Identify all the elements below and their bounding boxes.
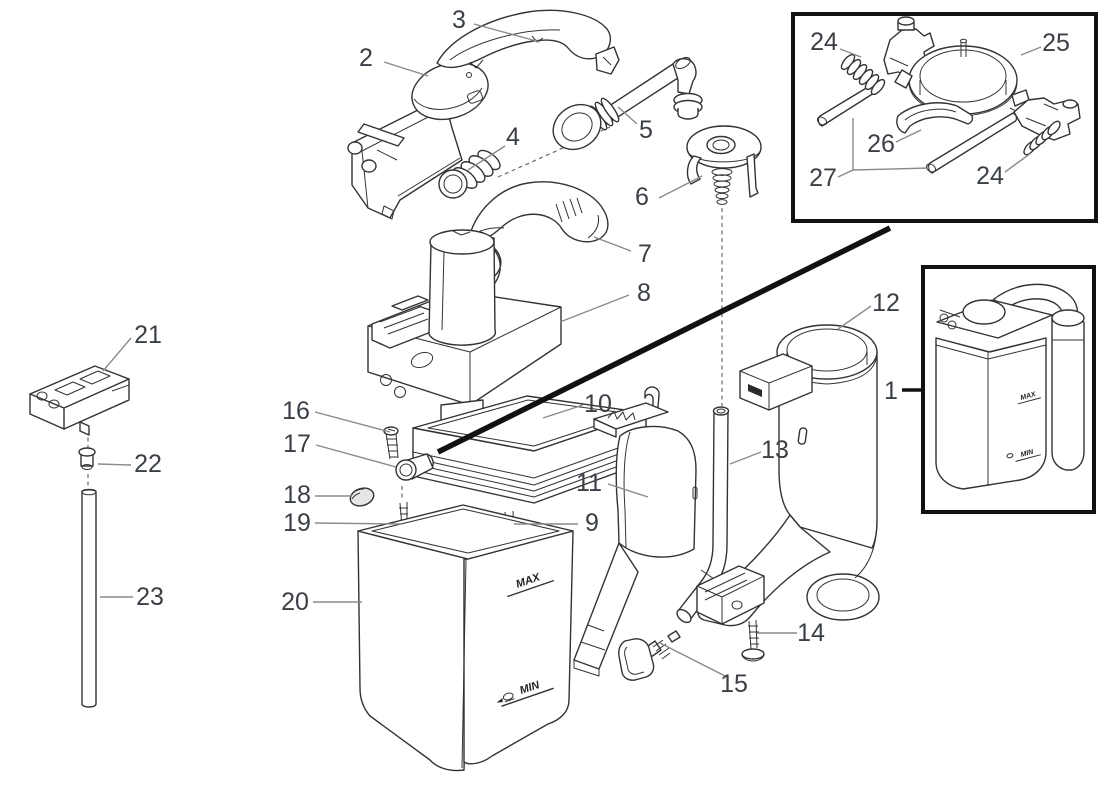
- callout-labels: 1 2 3 4 5 6 7 8 9 10 11 12 13 14 15 16 1…: [134, 6, 900, 698]
- part-label-12: 12: [872, 289, 900, 317]
- part-label-4: 4: [506, 123, 520, 151]
- part-label-5: 5: [639, 116, 653, 144]
- part-13-bent-tube-drawing: [676, 406, 730, 624]
- callout-leader-lines: [97, 23, 872, 678]
- inset-frame-right: [921, 265, 1096, 514]
- part-label-13: 13: [761, 436, 789, 464]
- part-5-elbow-tube-drawing: [552, 56, 703, 151]
- part-22-plug-drawing: [78, 447, 96, 470]
- part-label-6: 6: [635, 183, 649, 211]
- part-label-25: 25: [1042, 29, 1070, 57]
- part-8-lid-body-drawing: [367, 229, 562, 432]
- part-12-spout-body-drawing: [696, 324, 880, 627]
- part-16-screw-drawing: [383, 426, 399, 460]
- part-21-bracket-block-drawing: [29, 365, 130, 436]
- inset-pointer-line: [436, 225, 892, 455]
- part-label-11: 11: [576, 469, 602, 497]
- part-label-7: 7: [638, 240, 652, 268]
- part-label-2: 2: [359, 44, 373, 72]
- part-label-14: 14: [797, 619, 825, 647]
- part-15-fitting-drawing: [618, 630, 681, 681]
- part-label-24b: 24: [976, 162, 1004, 190]
- part-2-lid-mechanism-drawing: [347, 61, 489, 220]
- inset-min-marking: MIN: [1020, 448, 1035, 458]
- part-label-8: 8: [637, 279, 651, 307]
- part-label-27: 27: [809, 164, 837, 192]
- part-label-20: 20: [281, 588, 309, 616]
- part-label-10: 10: [584, 390, 612, 418]
- part-label-3: 3: [452, 6, 466, 34]
- part-label-23: 23: [136, 583, 164, 611]
- part-label-1: 1: [884, 377, 898, 405]
- part-label-22: 22: [134, 450, 162, 478]
- part-23-tube-drawing: [81, 488, 97, 708]
- part-label-18: 18: [283, 481, 311, 509]
- inset-box-assembled-carafe: MAX MIN: [902, 265, 1096, 514]
- inset-box-latch-parts: 24 25 26 27 24: [791, 12, 1098, 223]
- part-4-threaded-plug-drawing: [438, 149, 501, 199]
- part-label-26: 26: [867, 130, 895, 158]
- part-label-24a: 24: [810, 28, 838, 56]
- part-label-9: 9: [585, 509, 599, 537]
- part-label-17: 17: [283, 430, 311, 458]
- part-label-19: 19: [283, 509, 311, 537]
- part-3-cover-drawing: [436, 9, 620, 75]
- part-11-chute-cover-drawing: [573, 386, 698, 677]
- part-20-container-drawing: MAX MIN: [357, 504, 574, 772]
- part-label-16: 16: [282, 397, 310, 425]
- part-14-screw-drawing: [741, 619, 765, 662]
- part-label-15: 15: [720, 670, 748, 698]
- part-6-valve-drawing: [686, 125, 762, 205]
- part-label-21: 21: [134, 321, 162, 349]
- inset-frame-top: [791, 12, 1098, 223]
- part-17-nozzle-drawing: [395, 453, 434, 481]
- inset-max-marking: MAX: [1020, 391, 1038, 402]
- part-18-cap-drawing: [349, 487, 375, 507]
